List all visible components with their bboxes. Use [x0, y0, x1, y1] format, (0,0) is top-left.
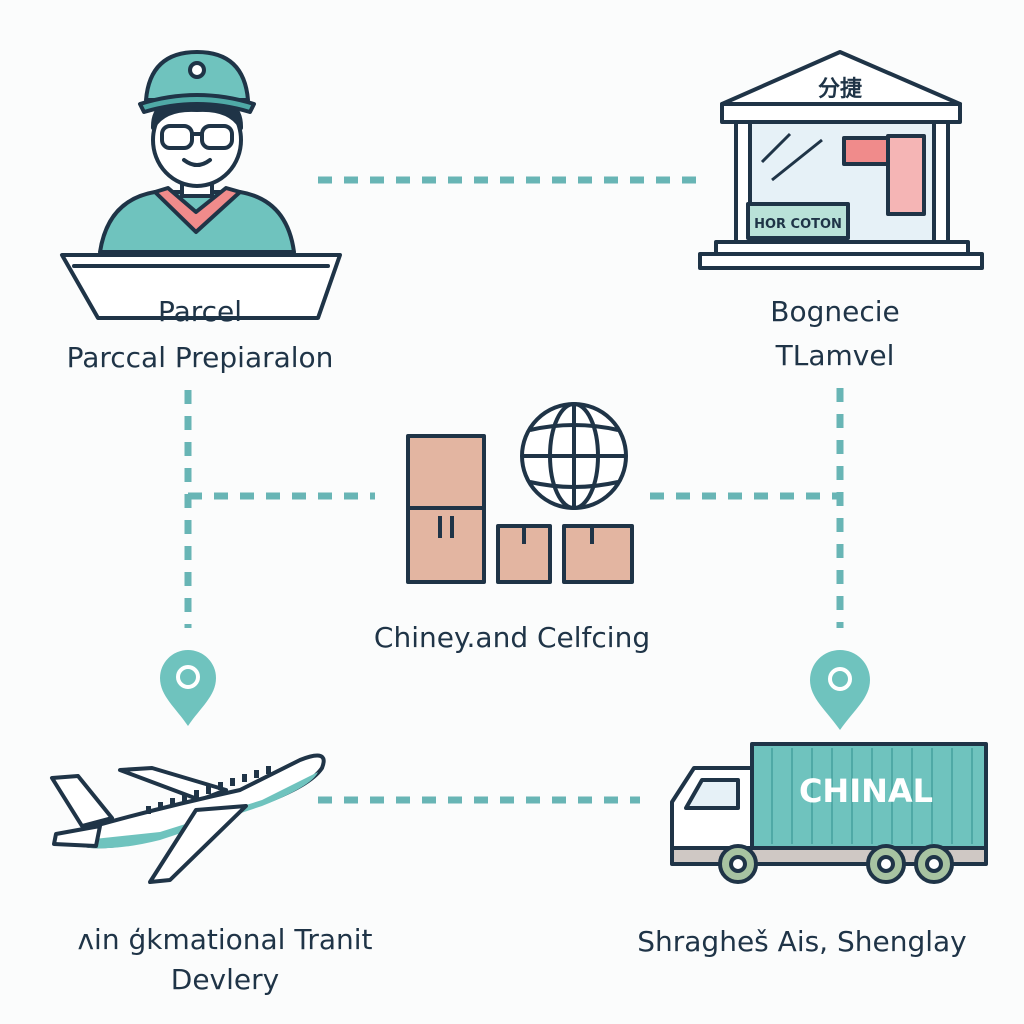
- customs-title: Bognecie: [770, 295, 900, 328]
- delivery-label: Shragheš Ais, Shenglay: [637, 925, 967, 958]
- preparation-subtitle: Parccal Prepiaralon: [66, 341, 334, 374]
- preparation-title: Parcel: [157, 295, 243, 328]
- location-pin-icon-left: [160, 650, 216, 726]
- transit-title: ᴧin ģkmational Tranit: [77, 923, 373, 956]
- location-pin-icon-right: [810, 650, 870, 730]
- center-label: Chiney.and Celfcing: [373, 621, 651, 654]
- truck-container-text: CHINAL: [799, 772, 933, 810]
- customs-subtitle: TLamvel: [775, 339, 895, 372]
- customs-sign-text: HOR COTON: [754, 217, 842, 232]
- connectors: [184, 176, 844, 804]
- globe-icon: [520, 402, 628, 510]
- customs-roof-text: 分捷: [818, 77, 863, 102]
- airplane-icon: [50, 753, 326, 884]
- transit-subtitle: Devlery: [170, 963, 280, 996]
- customs-office-icon: 分捷 HOR COTON: [698, 50, 984, 270]
- truck-icon: CHINAL: [670, 742, 988, 884]
- delivery-clerk-icon: [60, 50, 342, 320]
- parcel-boxes-icon: [406, 434, 634, 584]
